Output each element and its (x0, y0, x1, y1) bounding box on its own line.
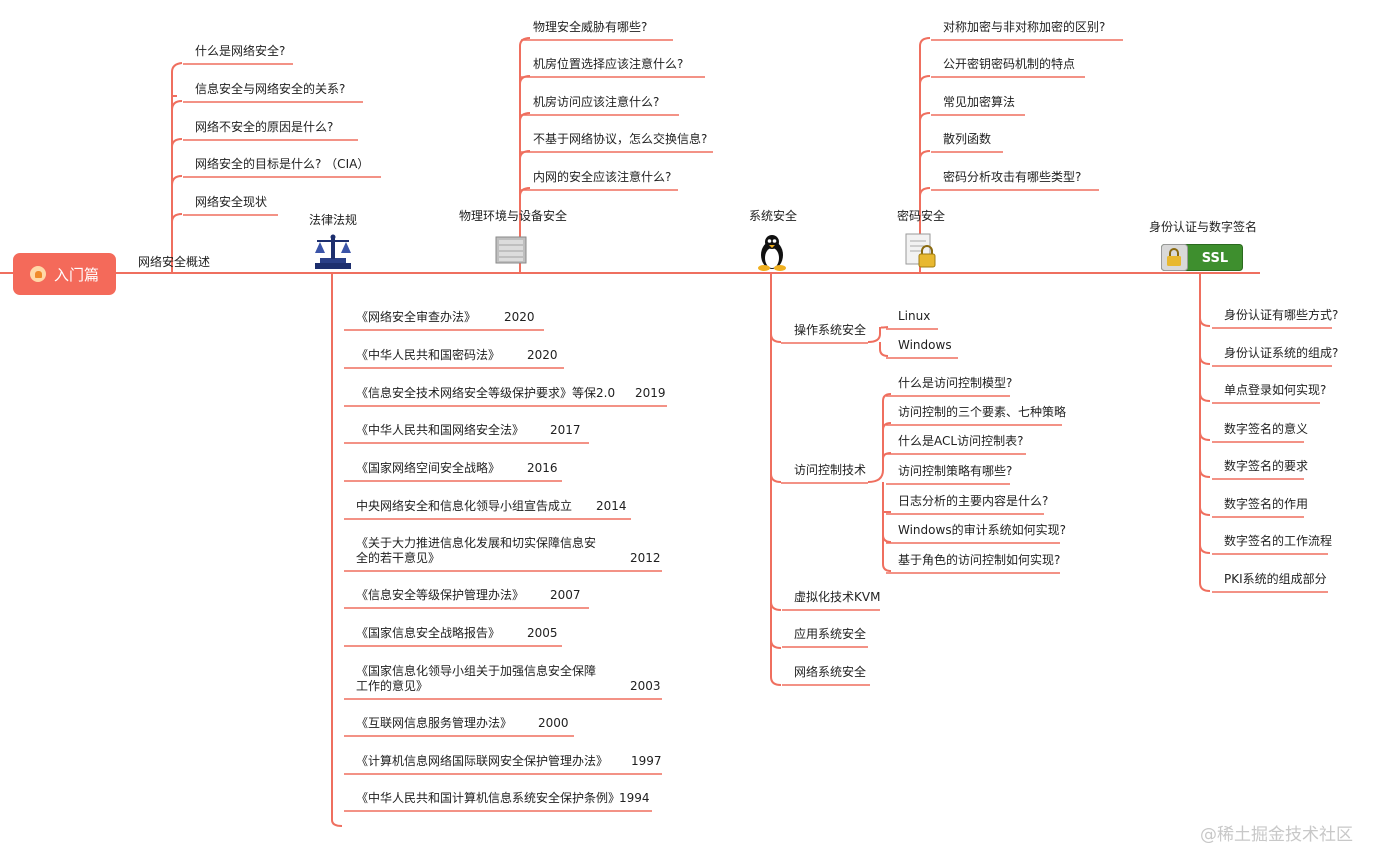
physical-item[interactable]: 机房访问应该注意什么? (533, 95, 660, 109)
law-item-year: 1997 (631, 754, 662, 768)
overview-item[interactable]: 信息安全与网络安全的关系? (195, 82, 346, 96)
crypto-item[interactable]: 公开密钥密码机制的特点 (943, 57, 1076, 71)
access-control-item[interactable]: 访问控制策略有哪些? (898, 464, 1013, 478)
auth-item[interactable]: 数字签名的工作流程 (1224, 534, 1333, 548)
law-item-name[interactable]: 《中华人民共和国密码法》 (356, 348, 501, 362)
system-other-item[interactable]: 网络系统安全 (794, 665, 867, 679)
access-control-item[interactable]: 基于角色的访问控制如何实现? (898, 553, 1061, 567)
crypto-item[interactable]: 常见加密算法 (943, 95, 1016, 109)
branch-crypto-title[interactable]: 密码安全 (897, 209, 946, 223)
access-control-item[interactable]: 什么是访问控制模型? (898, 376, 1013, 390)
physical-item[interactable]: 内网的安全应该注意什么? (533, 170, 672, 184)
law-item-year: 2003 (630, 679, 661, 693)
auth-item[interactable]: 数字签名的意义 (1224, 422, 1309, 436)
law-item-name[interactable]: 《网络安全审查办法》 (356, 310, 477, 324)
server-rack-icon (495, 236, 527, 264)
system-other-item[interactable]: 虚拟化技术KVM (794, 590, 881, 604)
auth-item[interactable]: 数字签名的要求 (1224, 459, 1309, 473)
os-security-title[interactable]: 操作系统安全 (794, 323, 867, 337)
overview-item[interactable]: 网络安全的目标是什么? （CIA） (195, 157, 370, 171)
os-item[interactable]: Windows (898, 338, 952, 352)
auth-item[interactable]: 数字签名的作用 (1224, 497, 1309, 511)
watermark: @稀土掘金技术社区 (1200, 825, 1353, 845)
crypto-item[interactable]: 密码分析攻击有哪些类型? (943, 170, 1082, 184)
system-other-item[interactable]: 应用系统安全 (794, 627, 867, 641)
access-control-item[interactable]: 什么是ACL访问控制表? (898, 434, 1024, 448)
crypto-item[interactable]: 散列函数 (943, 132, 992, 146)
law-item-year: 2000 (538, 716, 569, 730)
branch-auth-title[interactable]: 身份认证与数字签名 (1149, 220, 1258, 234)
physical-item[interactable]: 不基于网络协议，怎么交换信息? (533, 132, 708, 146)
law-item-year: 2007 (550, 588, 581, 602)
branch-system-title[interactable]: 系统安全 (749, 209, 798, 223)
law-item-name[interactable]: 《国家信息安全战略报告》 (356, 626, 501, 640)
law-item-name[interactable]: 《中华人民共和国网络安全法》 (356, 423, 525, 437)
law-item-year: 2019 (635, 386, 666, 400)
law-item-year: 2020 (504, 310, 535, 324)
law-item-year: 1994 (619, 791, 650, 805)
auth-item[interactable]: 单点登录如何实现? (1224, 383, 1327, 397)
law-item-name[interactable]: 《国家信息化领导小组关于加强信息安全保障工作的意见》 (356, 664, 597, 693)
scales-of-justice-icon (315, 234, 351, 269)
auth-item[interactable]: 身份认证有哪些方式? (1224, 308, 1339, 322)
access-control-item[interactable]: Windows的审计系统如何实现? (898, 523, 1066, 537)
ssl-lock-icon: SSL (1161, 244, 1243, 271)
root-node[interactable]: 入门篇 (13, 253, 116, 295)
law-item-year: 2005 (527, 626, 558, 640)
overview-item[interactable]: 什么是网络安全? (195, 44, 286, 58)
branch-physical-title[interactable]: 物理环境与设备安全 (459, 209, 568, 223)
law-item-name[interactable]: 《计算机信息网络国际联网安全保护管理办法》 (356, 754, 609, 768)
root-title: 入门篇 (54, 265, 100, 284)
physical-item[interactable]: 物理安全威胁有哪些? (533, 20, 648, 34)
law-item-year: 2012 (630, 551, 661, 565)
access-control-title[interactable]: 访问控制技术 (794, 463, 867, 477)
svg-text:SSL: SSL (1202, 251, 1228, 266)
branch-law-title[interactable]: 法律法规 (309, 213, 358, 227)
law-item-year: 2014 (596, 499, 627, 513)
crypto-item[interactable]: 对称加密与非对称加密的区别? (943, 20, 1106, 34)
physical-item[interactable]: 机房位置选择应该注意什么? (533, 57, 684, 71)
os-item[interactable]: Linux (898, 309, 931, 323)
auth-item[interactable]: 身份认证系统的组成? (1224, 346, 1339, 360)
access-control-item[interactable]: 日志分析的主要内容是什么? (898, 494, 1049, 508)
law-item-name[interactable]: 《关于大力推进信息化发展和切实保障信息安全的若干意见》 (356, 536, 597, 565)
bell-icon (30, 266, 46, 282)
law-item-name[interactable]: 《中华人民共和国计算机信息系统安全保护条例》 (356, 791, 621, 805)
law-item-name[interactable]: 《互联网信息服务管理办法》 (356, 716, 513, 730)
law-item-year: 2020 (527, 348, 558, 362)
law-item-name[interactable]: 《信息安全技术网络安全等级保护要求》等保2.0 (356, 386, 616, 400)
branch-overview-title[interactable]: 网络安全概述 (138, 255, 211, 269)
overview-item[interactable]: 网络不安全的原因是什么? (195, 120, 334, 134)
law-item-name[interactable]: 《信息安全等级保护管理办法》 (356, 588, 525, 602)
law-item-year: 2017 (550, 423, 581, 437)
overview-item[interactable]: 网络安全现状 (195, 195, 268, 209)
law-item-name[interactable]: 中央网络安全和信息化领导小组宣告成立 (356, 499, 573, 513)
locked-document-icon (905, 233, 936, 268)
law-item-name[interactable]: 《国家网络空间安全战略》 (356, 461, 501, 475)
law-item-year: 2016 (527, 461, 558, 475)
access-control-item[interactable]: 访问控制的三个要素、七种策略 (898, 405, 1067, 419)
tux-penguin-icon (758, 235, 786, 271)
auth-item[interactable]: PKI系统的组成部分 (1224, 572, 1327, 586)
